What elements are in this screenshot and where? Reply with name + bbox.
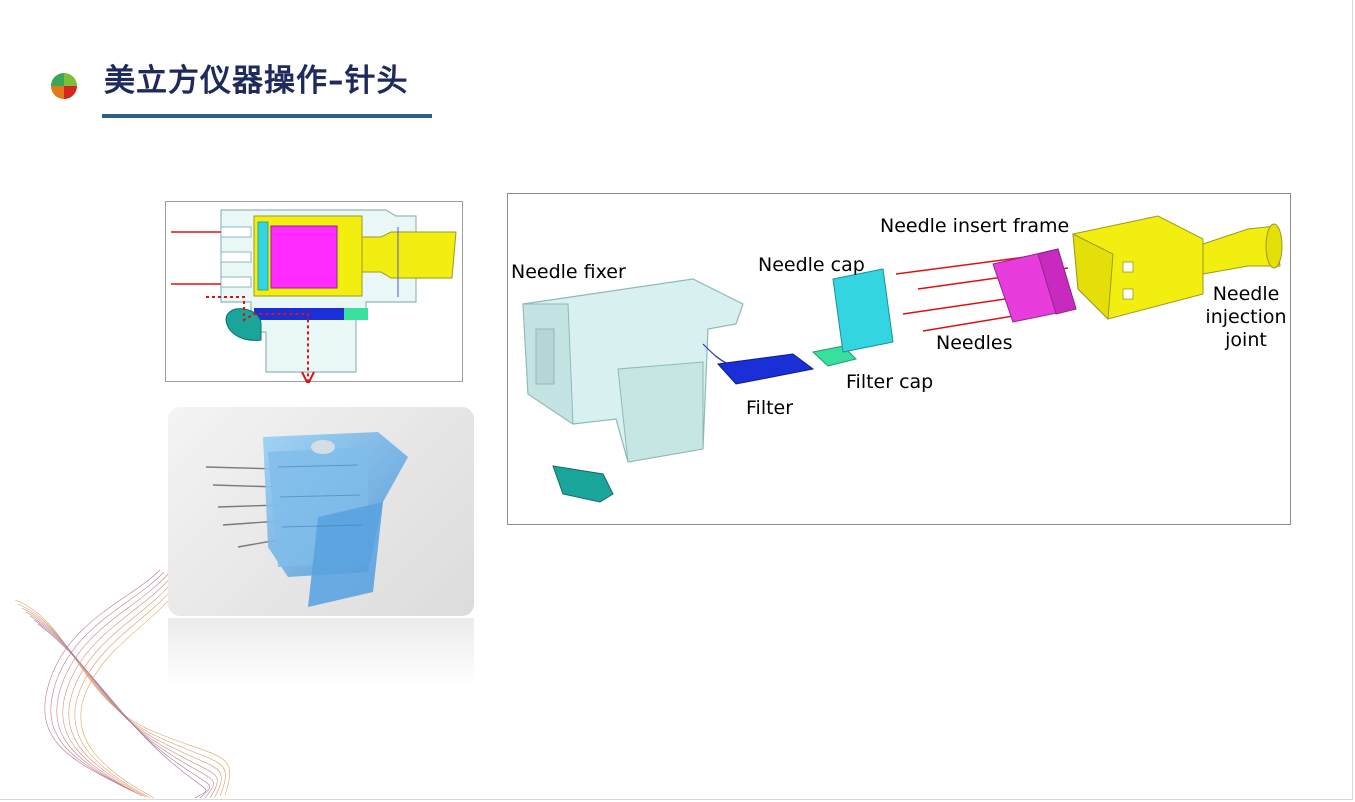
needle-exploded-view-diagram: Needle fixer Needle cap Needle insert fr… [507,193,1291,525]
label-needle-cap: Needle cap [758,254,865,276]
photo-reflection [168,618,474,688]
needle-product-photo [168,407,474,616]
label-filter: Filter [746,397,794,419]
needle-fixer-part [522,278,744,463]
label-needles: Needles [936,332,1013,354]
label-needle-insert-frame: Needle insert frame [880,215,1070,237]
needle-cross-section-diagram [165,201,463,383]
title-underline [102,114,432,118]
page-title: 美立方仪器操作–针头 [104,63,409,99]
wave-decoration [14,569,230,799]
pie-chart-quad-icon [51,73,77,99]
label-filter-cap: Filter cap [846,371,934,393]
label-needle-injection-joint: Needle injection joint [1205,283,1287,351]
label-needle-fixer: Needle fixer [511,261,626,283]
